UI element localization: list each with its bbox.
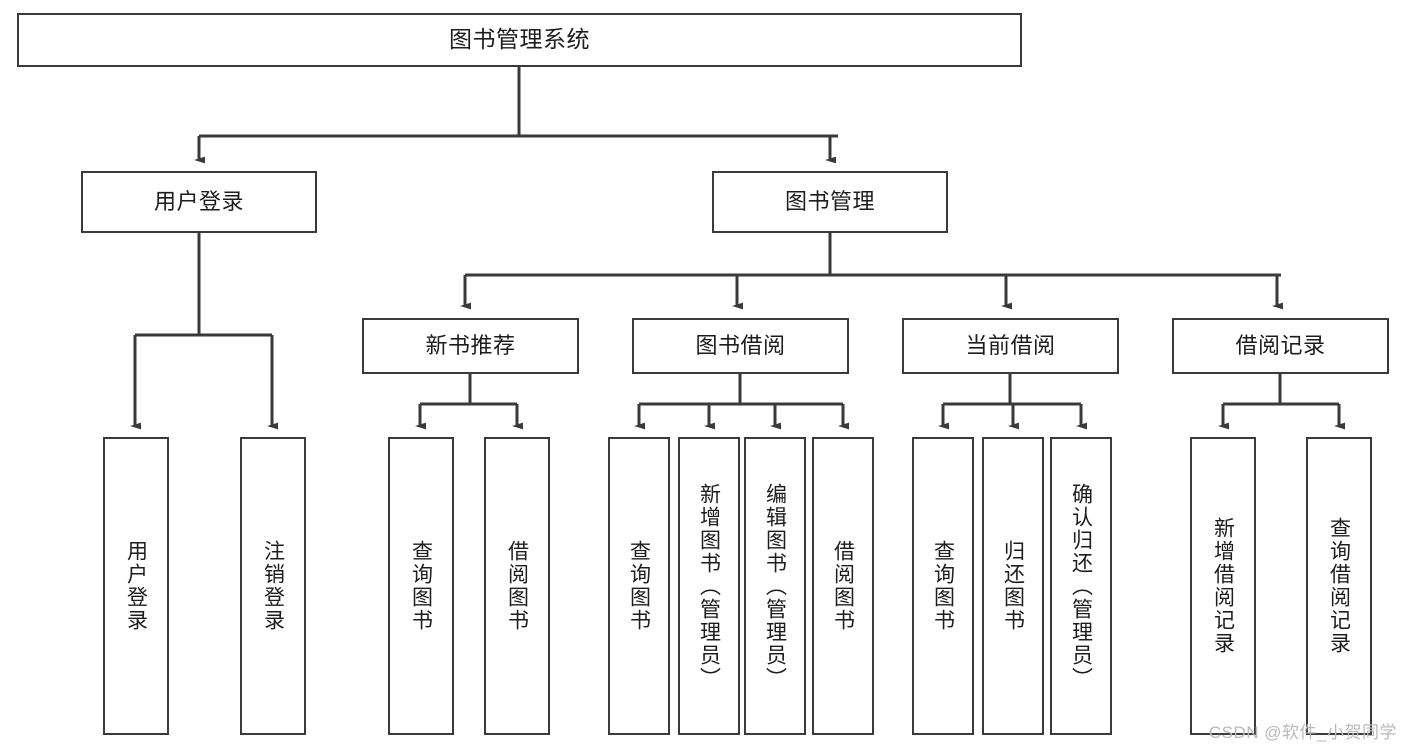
node-label: 新增借阅记录 (1211, 517, 1235, 655)
current-borrow-to-leaves-connectors (938, 374, 1087, 430)
node-label: 查询图书 (409, 540, 433, 632)
node-leaf-borrow-book-recommend[interactable]: 借阅图书 (484, 437, 550, 735)
node-label: 查询图书 (627, 540, 651, 632)
node-leaf-user-logout[interactable]: 注销登录 (240, 437, 306, 735)
node-new-book-recommend[interactable]: 新书推荐 (362, 318, 579, 374)
node-label: 当前借阅 (965, 332, 1056, 358)
node-label: 借阅记录 (1235, 332, 1326, 358)
node-label: 归还图书 (1001, 540, 1025, 632)
node-leaf-confirm-return[interactable]: 确认归还（管理员） (1050, 437, 1112, 735)
node-leaf-borrow-book[interactable]: 借阅图书 (812, 437, 874, 735)
node-label: 图书借阅 (695, 332, 786, 358)
node-label: 借阅图书 (831, 540, 855, 632)
node-leaf-query-book-current[interactable]: 查询图书 (912, 437, 974, 735)
book-borrow-to-leaves-connectors (634, 374, 849, 430)
node-book-borrow[interactable]: 图书借阅 (632, 318, 849, 374)
node-label: 编辑图书（管理员） (763, 482, 787, 690)
csdn-watermark: CSDN @软件_小贺同学 (1208, 723, 1397, 742)
root-to-level1-connectors (194, 67, 838, 164)
node-label: 用户登录 (124, 540, 148, 632)
node-label: 查询借阅记录 (1327, 517, 1351, 655)
node-leaf-query-book-borrow[interactable]: 查询图书 (608, 437, 670, 735)
node-leaf-edit-book[interactable]: 编辑图书（管理员） (744, 437, 806, 735)
node-label: 新增图书（管理员） (697, 482, 721, 690)
node-leaf-query-book-recommend[interactable]: 查询图书 (388, 437, 454, 735)
node-label: 注销登录 (261, 540, 285, 632)
node-label: 图书管理系统 (449, 26, 590, 53)
node-borrow-record[interactable]: 借阅记录 (1172, 318, 1389, 374)
node-book-management-system[interactable]: 图书管理系统 (17, 13, 1022, 67)
node-user-login[interactable]: 用户登录 (81, 171, 317, 233)
node-leaf-return-book[interactable]: 归还图书 (982, 437, 1044, 735)
node-label: 新书推荐 (425, 332, 516, 358)
node-label: 确认归还（管理员） (1069, 482, 1093, 690)
user-login-to-leaves-connectors (130, 233, 278, 430)
node-label: 用户登录 (153, 188, 244, 214)
book-manage-to-level2-connectors (460, 233, 1283, 310)
node-leaf-user-login[interactable]: 用户登录 (103, 437, 169, 735)
new-book-recommend-to-leaves-connectors (415, 374, 523, 430)
borrow-record-to-leaves-connectors (1218, 374, 1345, 430)
node-leaf-add-book[interactable]: 新增图书（管理员） (678, 437, 740, 735)
node-book-management[interactable]: 图书管理 (712, 171, 948, 233)
node-label: 图书管理 (784, 188, 875, 214)
node-current-borrow[interactable]: 当前借阅 (902, 318, 1119, 374)
node-label: 查询图书 (931, 540, 955, 632)
node-label: 借阅图书 (505, 540, 529, 632)
node-leaf-query-borrow-record[interactable]: 查询借阅记录 (1306, 437, 1372, 735)
node-leaf-add-borrow-record[interactable]: 新增借阅记录 (1190, 437, 1256, 735)
